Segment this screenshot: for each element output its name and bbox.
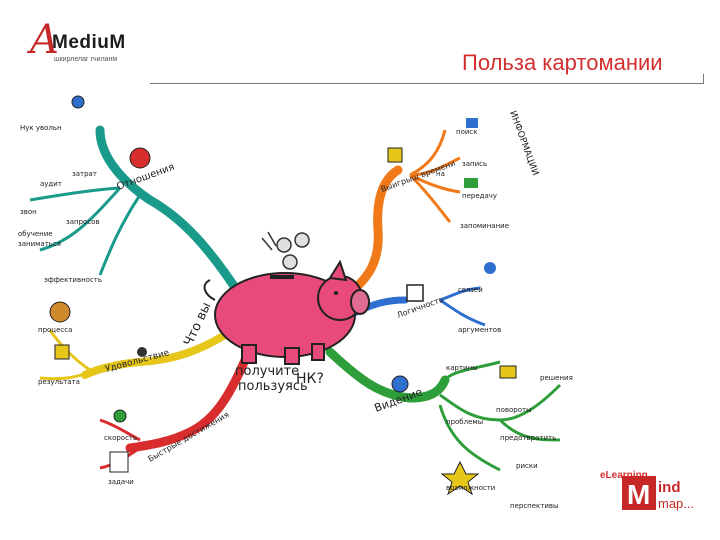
paw-icon <box>137 347 147 357</box>
label-vision-sub-2: решения <box>540 374 573 382</box>
brand-logo-word: MediuM <box>52 32 126 53</box>
label-info-sub-1: запись <box>462 160 487 168</box>
eye-icon <box>391 375 409 393</box>
header-divider-tick <box>703 74 704 84</box>
center-line3: пользуясь <box>238 379 308 394</box>
label-vision-sub-4: предотвратить <box>500 434 556 442</box>
label-vision-sub-1: проблемы <box>446 418 483 426</box>
label-fast-results: Быстрые достижения <box>147 410 231 464</box>
brand-logo-letter: A <box>30 17 59 63</box>
process-icon <box>49 301 71 323</box>
brand-tagline: шкирлелаг гчиланм <box>54 56 118 63</box>
globe-icon <box>484 262 496 274</box>
brand-logo: A MediuM шкирлелаг гчиланм <box>30 20 150 66</box>
trophy-icon <box>387 147 403 163</box>
mindmap-logo-prefix: eLearning <box>600 470 648 481</box>
branch-satisfaction <box>81 331 229 379</box>
mindmap-logo-box <box>622 476 656 510</box>
label-rel-sub-3: звон <box>20 208 37 216</box>
center-line4: НК? <box>296 371 324 387</box>
label-rel-sub-1: аудит <box>40 180 62 188</box>
label-info-sub-3: запоминание <box>460 222 509 230</box>
label-fast-sub-0: скорость <box>104 434 137 442</box>
slide-title: Польза картомании <box>462 50 663 75</box>
mindmap-logo-word1: ind <box>658 479 681 496</box>
branch-wins <box>335 165 403 305</box>
cloud-icon <box>71 95 85 109</box>
label-wins-connector: на <box>436 170 445 178</box>
label-info-sub-2: передачу <box>462 192 497 200</box>
envelope-icon <box>464 178 478 188</box>
header-divider <box>150 83 704 84</box>
dice-icon <box>406 284 424 302</box>
branch-fast-results <box>125 355 250 453</box>
label-vision-sub-0: картины <box>446 364 478 372</box>
label-vision-sub-6: возможности <box>446 484 495 492</box>
target-icon <box>113 409 127 423</box>
branch-logic-sub <box>439 286 486 327</box>
mindmap-logo-letter: M <box>627 479 650 510</box>
label-satisfaction-sub-1: результата <box>38 378 80 386</box>
star-icon <box>440 460 480 496</box>
rose-icon <box>129 147 151 169</box>
puzzle-icon <box>499 365 517 379</box>
label-rel-sub-2: затрат <box>72 170 97 178</box>
mindmap-logo-word2: map... <box>658 496 694 511</box>
branch-information <box>408 129 461 223</box>
label-rel-sub-4: запросов <box>66 218 100 226</box>
branch-relationships-sub <box>29 186 142 276</box>
label-rel-sub-5: обучение <box>18 230 53 238</box>
checklist-icon <box>109 451 129 473</box>
label-information: ИНФОРМАЦИИ <box>507 110 540 177</box>
branch-relationships <box>95 125 243 297</box>
label-rel-sub-7: эффективность <box>44 276 102 284</box>
label-info-sub-0: поиск <box>456 128 478 136</box>
branch-vision <box>325 347 450 403</box>
center-line2: получите <box>235 364 299 379</box>
central-question: Что вы получите пользуясь НК? <box>181 300 324 394</box>
branch-vision-sub <box>438 360 562 472</box>
mindmap-logo: eLearning M ind map... <box>600 462 710 526</box>
coins-icon <box>261 231 310 270</box>
label-satisfaction-sub-0: процесса <box>38 326 72 334</box>
label-logic-sub-0: связей <box>458 286 483 294</box>
label-vision-sub-3: повороты <box>496 406 532 414</box>
label-rel-sub-0: Нук увольн <box>20 124 62 132</box>
podium-icon <box>54 344 70 360</box>
label-logic-sub-1: аргументов <box>458 326 501 334</box>
label-vision-sub-7: перспективы <box>510 502 559 510</box>
label-fast-sub-1: задачи <box>108 478 134 486</box>
search-icon <box>466 118 478 128</box>
piggy-bank-icon <box>203 259 370 365</box>
label-rel-sub-6: заниматься <box>18 240 61 248</box>
label-vision-sub-5: риски <box>516 462 538 470</box>
